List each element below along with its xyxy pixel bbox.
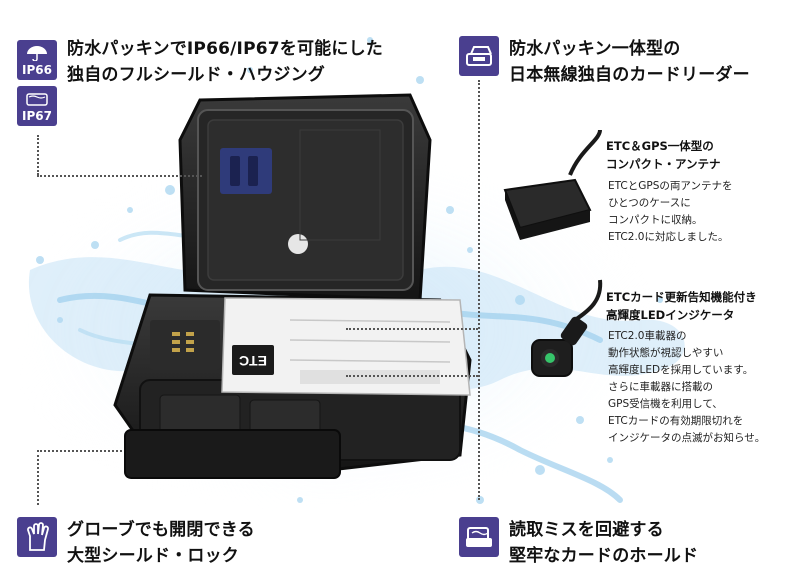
ip67-badge: IP67 <box>17 86 57 126</box>
etc-card-label: ETC <box>239 353 267 369</box>
waterproof-box-icon <box>26 93 48 106</box>
feature-card-reader: 防水パッキン一体型の 日本無線独自のカードリーダー <box>459 36 750 88</box>
feature-line: グローブでも開閉できる <box>67 520 255 540</box>
indicator-title: ETCカード更新告知機能付き 高輝度LEDインジケータ <box>606 290 757 322</box>
etc-card <box>221 297 471 396</box>
feature-line: 防水パッキン一体型の <box>509 39 681 59</box>
leader-line-card-reader <box>346 375 478 377</box>
indicator-description: ETC2.0車載器の 動作状態が視認しやすい 高輝度LEDを採用しています。 さ… <box>608 330 766 444</box>
glove-icon <box>17 517 57 557</box>
leader-line-top-left-h <box>37 175 202 177</box>
feature-line: 日本無線独自のカードリーダー <box>509 65 750 85</box>
feature-line: 堅牢なカードのホールド <box>509 546 699 566</box>
feature-line: 防水パッキンでIP66/IP67を可能にした <box>67 39 383 59</box>
leader-line-card-hold <box>346 328 478 330</box>
device-lid <box>178 93 432 302</box>
ip-badges: IP66 IP67 <box>17 40 57 132</box>
umbrella-icon <box>27 46 47 61</box>
gps-antenna <box>503 129 602 240</box>
antenna-description: ETCとGPSの両アンテナを ひとつのケースに コンパクトに収納。 ETC2.0… <box>608 180 733 243</box>
leader-line-top-left <box>37 135 39 175</box>
feature-line: 大型シールド・ロック <box>67 546 239 566</box>
ip66-badge: IP66 <box>17 40 57 80</box>
antenna-title: ETC＆GPS一体型の コンパクト・アンテナ <box>606 139 721 171</box>
feature-card-hold: 読取ミスを回避する 堅牢なカードのホールド <box>459 517 698 569</box>
led-indicator <box>531 279 603 377</box>
card-reader-icon <box>459 36 499 76</box>
leader-line-top-right <box>478 80 480 500</box>
feature-line: 独自のフルシールド・ハウジング <box>67 65 325 85</box>
leader-line-bottom-left <box>37 450 39 505</box>
feature-shield-lock: グローブでも開閉できる 大型シールド・ロック <box>17 517 255 569</box>
card-hold-icon <box>459 517 499 557</box>
feature-full-shield-housing: 防水パッキンでIP66/IP67を可能にした 独自のフルシールド・ハウジング <box>57 36 383 88</box>
leader-line-bottom-left-h <box>37 450 122 452</box>
feature-line: 読取ミスを回避する <box>509 520 664 540</box>
